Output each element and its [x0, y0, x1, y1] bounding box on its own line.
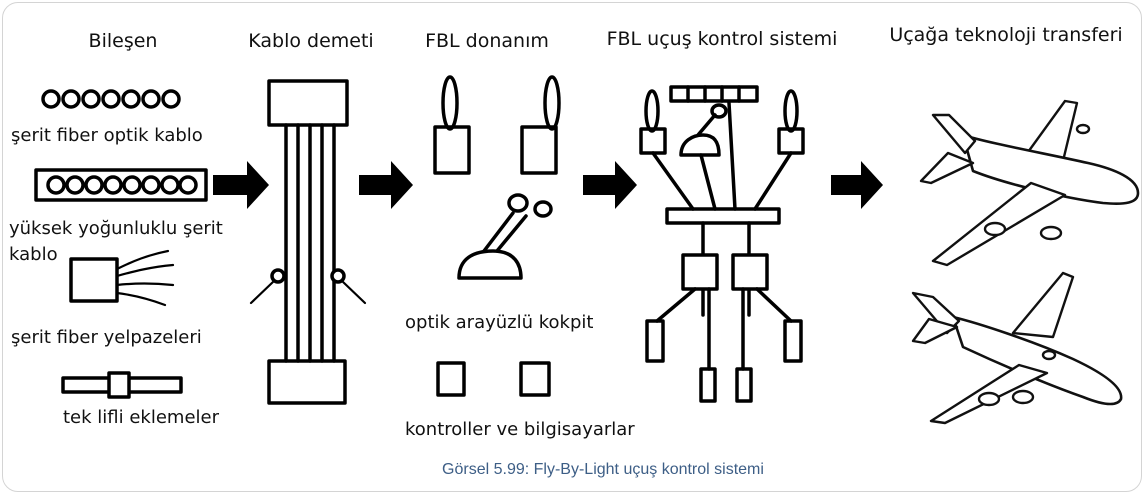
fbl-hardware-icon [433, 75, 561, 397]
label-serit-yelpaze: şerit fiber yelpazeleri [11, 327, 202, 348]
header-ucaga-teknoloji: Uçağa teknoloji transferi [889, 24, 1122, 46]
high-density-ribbon-icon [34, 168, 208, 202]
arrow-1-icon [213, 161, 269, 209]
airplane-top-icon [919, 99, 1140, 267]
figure-caption: Görsel 5.99: Fly-By-Light uçuş kontrol s… [442, 461, 764, 478]
header-fbl-donanim: FBL donanım [425, 30, 549, 52]
single-fiber-splice-icon [61, 371, 183, 399]
label-optik-kokpit: optik arayüzlü kokpit [405, 312, 593, 333]
header-kablo-demeti: Kablo demeti [248, 30, 373, 52]
label-tek-lifli: tek lifli eklemeler [63, 407, 220, 428]
airplane-bottom-icon [911, 271, 1123, 425]
arrow-3-icon [583, 161, 637, 209]
ribbon-fiber-icon [41, 89, 181, 109]
fly-by-light-diagram: Bileşen Kablo demeti FBL donanım FBL uçu… [9, 24, 1140, 478]
label-kontroller: kontroller ve bilgisayarlar [405, 419, 635, 440]
label-kablo: kablo [9, 244, 58, 265]
arrow-4-icon [831, 161, 883, 209]
header-bilesen: Bileşen [89, 30, 158, 52]
header-fbl-ucus-kontrol: FBL uçuş kontrol sistemi [607, 28, 838, 50]
label-serit-fiber: şerit fiber optik kablo [11, 125, 203, 146]
cable-harness-icon [249, 79, 367, 405]
arrow-2-icon [359, 161, 413, 209]
label-yuksek-yogunluklu: yüksek yoğunluklu şerit [9, 218, 223, 239]
fbl-flight-control-icon [639, 85, 805, 403]
ribbon-fanout-icon [69, 249, 175, 307]
